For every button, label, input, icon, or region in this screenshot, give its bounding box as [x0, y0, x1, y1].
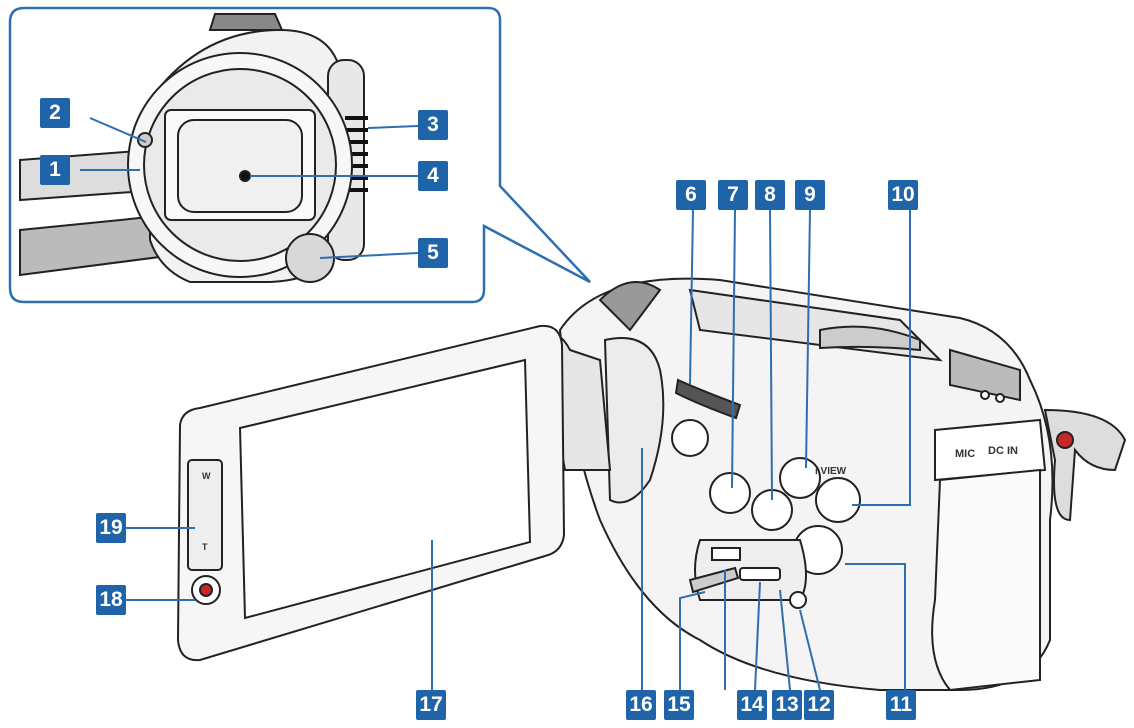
- callout-5: 5: [418, 238, 448, 268]
- lcd-panel: [178, 326, 610, 660]
- iview-label: i VIEW: [815, 466, 846, 477]
- callout-16: 16: [626, 690, 656, 720]
- callout-8: 8: [755, 180, 785, 210]
- zoom-t-label: T: [202, 542, 208, 552]
- callout-7: 7: [718, 180, 748, 210]
- callout-15: 15: [664, 690, 694, 720]
- dcin-label: DC IN: [988, 445, 1018, 457]
- callout-10: 10: [888, 180, 918, 210]
- callout-13: 13: [772, 690, 802, 720]
- callout-17: 17: [416, 690, 446, 720]
- callout-18: 18: [96, 585, 126, 615]
- callout-11: 11: [886, 690, 916, 720]
- zoom-w-label: W: [202, 471, 211, 481]
- mic-label: MIC: [955, 448, 975, 460]
- camcorder-body: [560, 279, 1125, 690]
- callout-2: 2: [40, 98, 70, 128]
- callout-14: 14: [737, 690, 767, 720]
- callout-3: 3: [418, 110, 448, 140]
- callout-6: 6: [676, 180, 706, 210]
- callout-4: 4: [418, 161, 448, 191]
- callout-9: 9: [795, 180, 825, 210]
- callout-19: 19: [96, 513, 126, 543]
- callout-1: 1: [40, 155, 70, 185]
- callout-12: 12: [804, 690, 834, 720]
